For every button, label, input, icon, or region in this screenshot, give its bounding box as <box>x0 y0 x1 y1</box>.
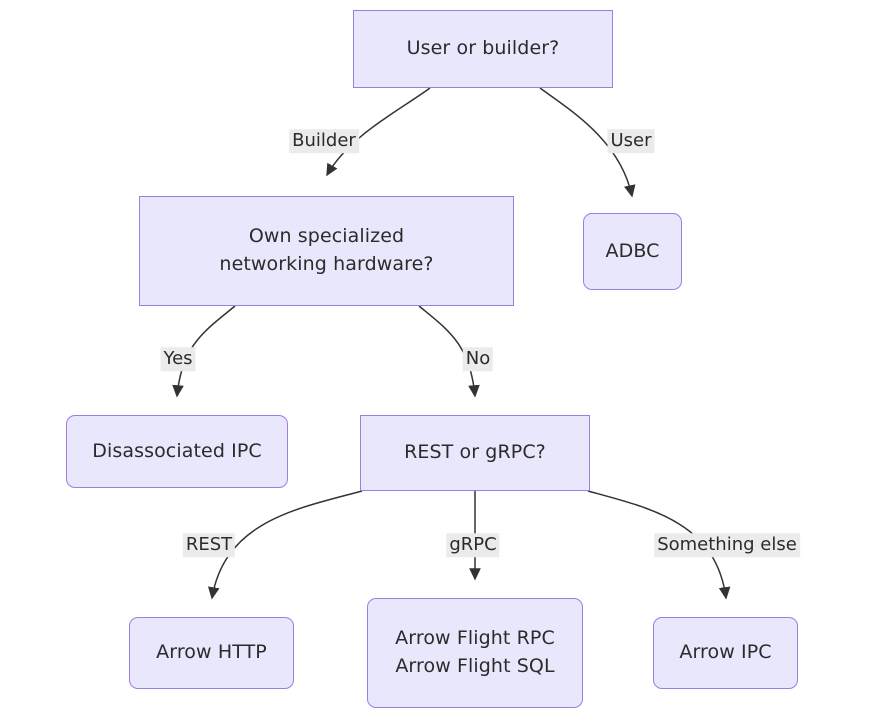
node-arrow-http[interactable]: Arrow HTTP <box>129 617 294 689</box>
node-label: Arrow HTTP <box>156 641 267 664</box>
edge-label-edge-user: User <box>607 129 655 153</box>
node-label: ADBC <box>605 239 660 262</box>
node-label: Disassociated IPC <box>92 439 262 462</box>
node-label: Arrow IPC <box>679 641 772 664</box>
edge-label-edge-yes: Yes <box>160 347 196 371</box>
edge-label-edge-builder: Builder <box>289 129 359 153</box>
edge-paths <box>172 87 731 600</box>
node-label: Own specialized <box>248 225 405 248</box>
edge-label-edge-something-else: Something else <box>654 533 800 557</box>
node-label: Arrow Flight SQL <box>395 655 555 677</box>
edge-label-edge-no: No <box>462 347 494 371</box>
node-label: User or builder? <box>406 37 560 60</box>
node-label: Arrow Flight RPC <box>395 627 555 650</box>
node-label: REST or gRPC? <box>404 441 546 464</box>
node-user-or-builder[interactable]: User or builder? <box>353 10 613 88</box>
edge-label-edge-rest: REST <box>182 533 236 557</box>
node-arrow-ipc[interactable]: Arrow IPC <box>653 617 798 689</box>
edge-label-edge-grpc: gRPC <box>446 533 500 557</box>
node-label: networking hardware? <box>219 253 434 275</box>
node-arrow-flight[interactable]: Arrow Flight RPC Arrow Flight SQL <box>367 598 583 708</box>
node-disassociated-ipc[interactable]: Disassociated IPC <box>66 415 288 488</box>
node-own-specialized-networking-hardware[interactable]: Own specialized networking hardware? <box>139 196 514 306</box>
node-adbc[interactable]: ADBC <box>583 213 682 290</box>
node-rest-or-grpc[interactable]: REST or gRPC? <box>360 415 590 491</box>
